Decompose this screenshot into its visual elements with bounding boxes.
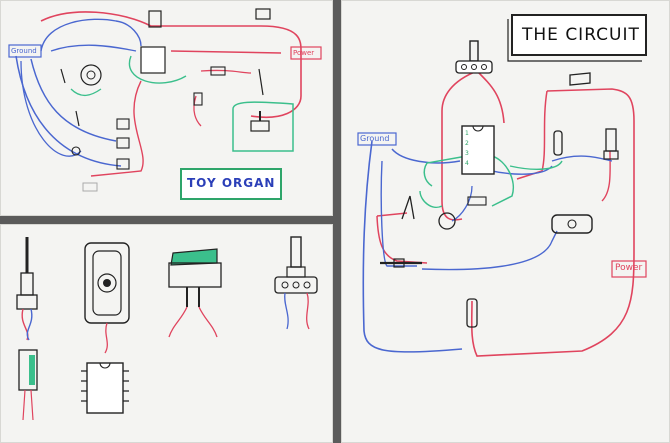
- ground-label: Ground: [11, 47, 37, 55]
- ic-chip-icon: [81, 362, 129, 414]
- diagram-title: Toy Organ: [187, 176, 276, 190]
- chip-pin-1: 1: [465, 130, 469, 137]
- components-panel: [0, 224, 333, 443]
- potentiometer-icon: [274, 236, 318, 330]
- audio-jack-icon: [16, 237, 38, 421]
- battery-holder-icon: [84, 242, 130, 354]
- circuit-title: The Circuit: [522, 25, 640, 45]
- chip-pin-4: 4: [465, 160, 469, 167]
- chip-pin-2: 2: [465, 140, 469, 147]
- rocker-switch-icon: [168, 248, 222, 338]
- toy-organ-panel: Ground Power Toy Organ: [0, 0, 333, 216]
- power-label: Power: [293, 49, 315, 57]
- the-circuit-diagram: [357, 14, 647, 357]
- components-diagram: [16, 236, 318, 421]
- toy-organ-diagram: [8, 8, 322, 200]
- power-label: Power: [615, 263, 643, 273]
- chip-pin-3: 3: [465, 150, 469, 157]
- ground-label: Ground: [360, 134, 390, 143]
- the-circuit-panel: The Circuit Ground Power 1 2 3 4: [341, 0, 670, 443]
